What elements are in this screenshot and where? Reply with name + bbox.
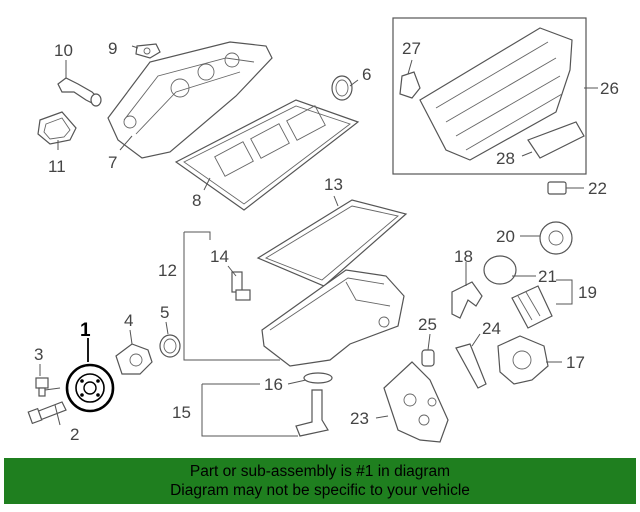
label-8: 8 [192,191,201,210]
part-16-o-ring[interactable] [303,372,333,384]
label-10: 10 [54,41,73,60]
part-6-seal[interactable] [331,75,353,101]
part-21-o-ring[interactable] [483,255,517,285]
part-13-oil-pan-gasket[interactable] [256,199,408,287]
label-28: 28 [496,149,515,168]
label-11: 11 [48,157,66,176]
part-26-intake-manifold[interactable] [419,27,573,161]
label-19: 19 [578,283,597,302]
label-13: 13 [324,175,343,194]
engine-parts-diagram: 1 2 3 4 5 6 7 8 9 10 11 12 13 14 15 16 1… [27,17,619,444]
part-12-oil-pan[interactable] [261,269,405,367]
label-26: 26 [600,79,619,98]
leader-lines [39,45,598,437]
label-23: 23 [350,409,369,428]
label-24: 24 [482,319,501,338]
part-18-bracket[interactable] [451,281,483,319]
part-23-oil-pump-housing[interactable] [383,361,449,443]
intake-manifold-inset-frame [392,17,587,175]
part-1-vibration-damper[interactable] [65,363,115,413]
label-6: 6 [362,65,371,84]
label-16: 16 [264,375,283,394]
part-11-seal[interactable] [37,111,77,145]
part-9-gasket[interactable] [135,43,161,59]
part-17-water-pump[interactable] [497,335,549,385]
notice-banner: Part or sub-assembly is #1 in diagram Di… [4,458,636,504]
part-5-seal[interactable] [159,334,181,358]
part-15-oil-pickup[interactable] [295,389,329,437]
part-24-belt[interactable] [455,343,487,389]
part-10-breather-hose[interactable] [57,77,102,107]
label-4: 4 [124,311,133,330]
label-12: 12 [158,261,177,280]
label-20: 20 [496,227,515,246]
label-22: 22 [588,179,607,198]
part-28-gasket[interactable] [527,121,585,159]
label-17: 17 [566,353,585,372]
part-27-gasket[interactable] [399,71,421,99]
label-7: 7 [108,153,117,172]
label-9: 9 [108,39,117,58]
part-19-oil-filter[interactable] [511,285,553,329]
part-20-filter-cap[interactable] [539,221,573,255]
label-3: 3 [34,345,43,364]
label-5: 5 [160,303,169,322]
label-27: 27 [402,39,421,58]
part-2-bolt[interactable] [27,401,67,425]
part-25-sensor[interactable] [421,349,435,367]
label-21: 21 [538,267,557,286]
label-15: 15 [172,403,191,422]
part-8-valve-cover-gasket[interactable] [174,99,360,211]
label-14: 14 [210,247,229,266]
label-2: 2 [70,425,79,444]
label-25: 25 [418,315,437,334]
banner-line-1: Part or sub-assembly is #1 in diagram [189,463,451,480]
part-3-bolt[interactable] [35,377,49,397]
part-4-hub[interactable] [115,343,153,375]
part-14-sensor[interactable] [231,271,251,301]
part-22-sensor[interactable] [547,181,567,195]
banner-line-2: Diagram may not be specific to your vehi… [170,482,470,499]
label-1: 1 [80,320,91,341]
label-18: 18 [454,247,473,266]
part-7-valve-cover[interactable] [107,41,273,159]
